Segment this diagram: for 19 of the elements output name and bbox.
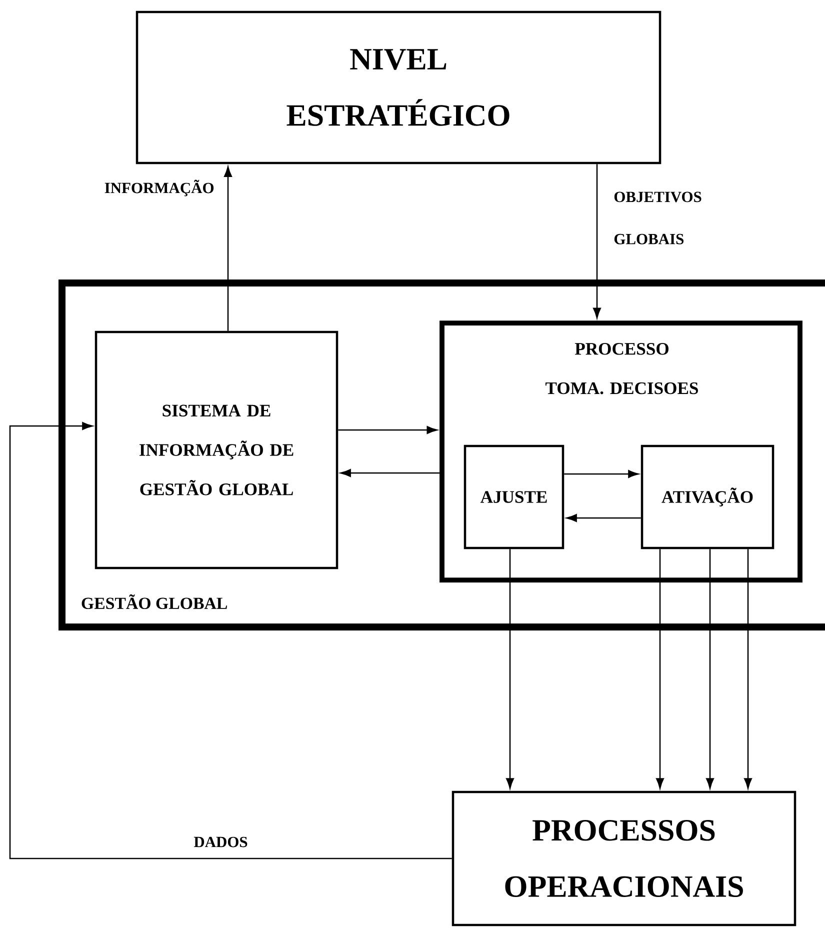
arrow: [656, 549, 664, 789]
arrow: [744, 549, 752, 789]
arrow: [706, 549, 714, 789]
level-box: PROCESSOS OPERACIONAIS: [452, 790, 796, 926]
level-box: NIVEL ESTRATÉGICO: [136, 10, 662, 164]
arrow: [9, 422, 452, 860]
arrow: [593, 164, 601, 318]
arrow: [506, 549, 514, 789]
arrow: [340, 469, 440, 477]
process-box: AJUSTE: [464, 444, 564, 550]
arrow: [564, 470, 639, 478]
edge-label: INFORMAÇÃO: [102, 178, 216, 198]
arrow: [566, 514, 641, 522]
process-box: ATIVAÇÃO: [640, 444, 774, 550]
process-box: SISTEMA DE INFORMAÇÃO DE GESTÃO GLOBAL: [94, 330, 338, 570]
edge-label: OBJETIVOS GLOBAIS: [612, 190, 702, 246]
arrow: [224, 166, 232, 331]
arrow: [338, 426, 438, 434]
edge-label: DADOS: [192, 835, 250, 849]
